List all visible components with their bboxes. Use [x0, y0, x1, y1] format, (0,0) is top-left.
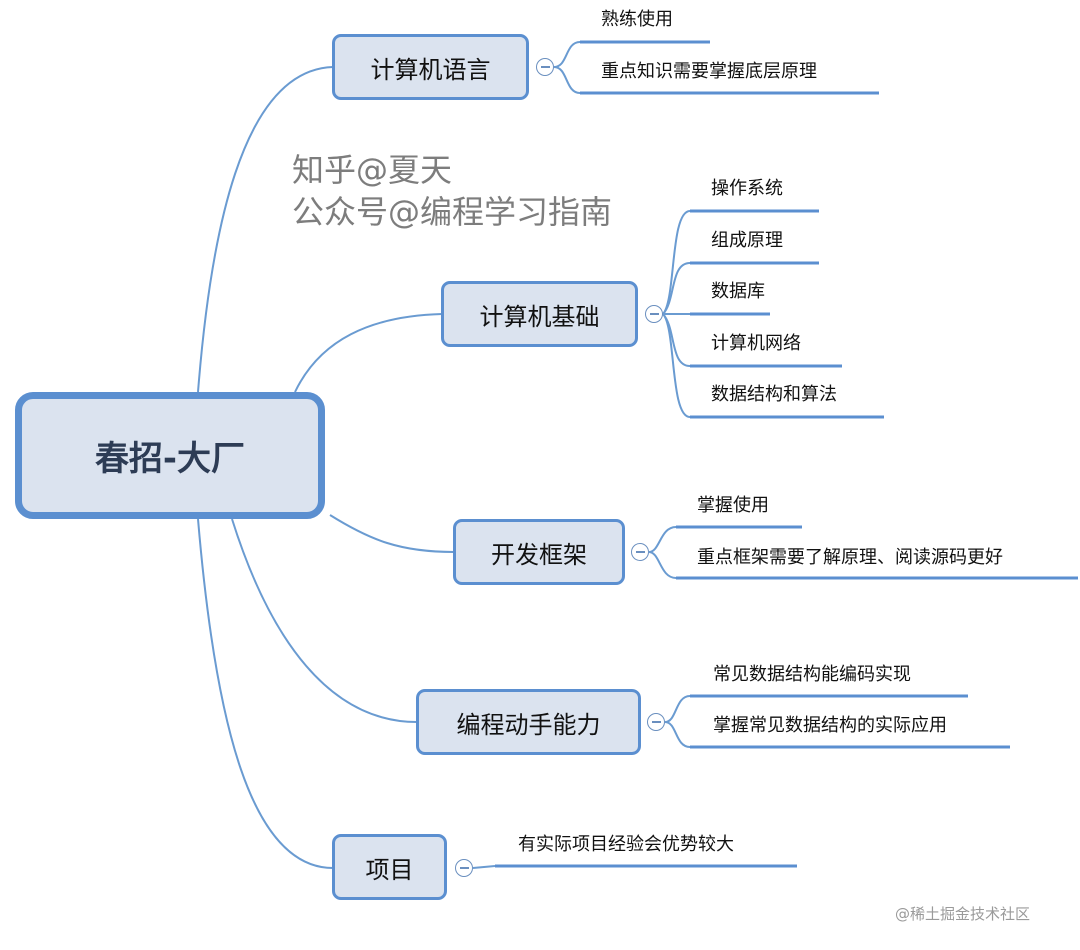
connector-b3-c0: [664, 695, 691, 723]
connector-b2-c1: [648, 551, 677, 579]
connector-root-b1: [294, 313, 443, 393]
connector-b1-c0: [662, 210, 691, 315]
watermark-line1: 知乎@夏天: [292, 151, 453, 189]
leaf-node[interactable]: 重点框架需要了解原理、阅读源码更好: [697, 547, 1003, 568]
connector-b1-c4: [662, 313, 691, 418]
branch-node[interactable]: 计算机语言: [332, 34, 529, 100]
connector-root-b4: [197, 518, 334, 869]
source-credit: @稀土掘金技术社区: [895, 905, 1031, 923]
connector-b3-c1: [664, 721, 691, 748]
leaf-node[interactable]: 熟练使用: [601, 9, 673, 30]
leaf-node[interactable]: 掌握使用: [697, 495, 769, 516]
connector-b4-c0: [472, 865, 496, 869]
branch-node[interactable]: 计算机基础: [441, 281, 638, 347]
branch-node[interactable]: 开发框架: [453, 519, 625, 585]
collapse-toggle-icon[interactable]: [631, 543, 649, 561]
leaf-node[interactable]: 数据结构和算法: [711, 384, 837, 405]
leaf-node[interactable]: 重点知识需要掌握底层原理: [601, 61, 817, 82]
leaf-node[interactable]: 有实际项目经验会优势较大: [518, 834, 734, 855]
connector-b0-c1: [553, 66, 581, 94]
leaf-node[interactable]: 数据库: [711, 281, 765, 302]
connector-root-b0: [197, 66, 334, 393]
leaf-node[interactable]: 计算机网络: [711, 333, 801, 354]
connector-b2-c0: [648, 526, 677, 553]
watermark-line2: 公众号@编程学习指南: [292, 193, 613, 231]
connector-b1-c1: [662, 262, 691, 315]
collapse-toggle-icon[interactable]: [536, 58, 554, 76]
leaf-node[interactable]: 组成原理: [711, 230, 783, 251]
root-node[interactable]: 春招-大厂: [15, 392, 325, 519]
collapse-toggle-icon[interactable]: [647, 713, 665, 731]
connector-root-b2: [329, 514, 455, 553]
leaf-node[interactable]: 操作系统: [711, 178, 783, 199]
connector-b0-c0: [553, 41, 581, 68]
branch-node[interactable]: 编程动手能力: [416, 689, 641, 755]
collapse-toggle-icon[interactable]: [455, 859, 473, 877]
connector-root-b3: [231, 518, 418, 723]
collapse-toggle-icon[interactable]: [645, 305, 663, 323]
leaf-node[interactable]: 掌握常见数据结构的实际应用: [713, 715, 947, 736]
leaf-node[interactable]: 常见数据结构能编码实现: [713, 664, 911, 685]
branch-node[interactable]: 项目: [332, 834, 447, 900]
